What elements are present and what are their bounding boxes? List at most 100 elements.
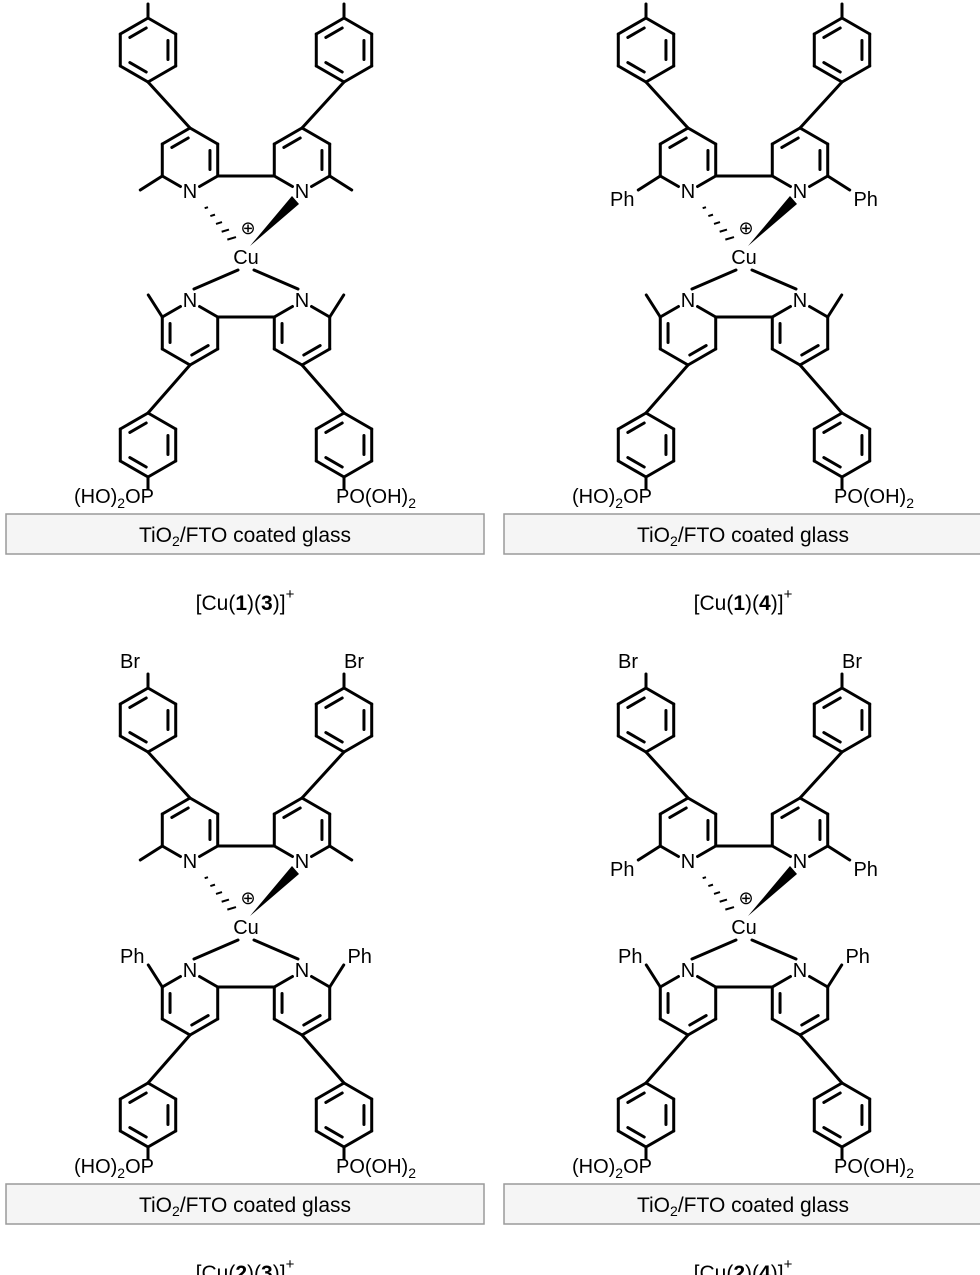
coordination-bond <box>192 268 240 291</box>
coordination-bond <box>252 268 300 291</box>
aromatic-bond <box>170 136 190 149</box>
ring-bond <box>658 347 690 367</box>
label-ligand-number: 3 <box>261 1262 273 1275</box>
aromatic-bond <box>324 26 344 39</box>
phosphonic-subscript: 2 <box>408 495 416 511</box>
aryl-bond <box>300 750 346 800</box>
aromatic-bond <box>282 136 302 149</box>
aryl-bond <box>300 363 346 415</box>
ring-bond <box>146 459 178 479</box>
ring-bond <box>840 686 872 706</box>
ring-bond <box>808 174 830 188</box>
complex-label: [Cu(2)(3)]+ <box>196 1256 295 1275</box>
substituent-bond <box>146 963 164 989</box>
substrate-subscript: 2 <box>172 533 180 549</box>
substrate-text: TiO <box>139 524 172 547</box>
complex-label: [Cu(1)(4)]+ <box>694 586 793 615</box>
aromatic-bond <box>800 344 820 357</box>
benzene-ring <box>616 686 676 754</box>
benzene-ring <box>118 411 178 479</box>
aromatic-bond <box>626 696 646 709</box>
aromatic-bond <box>668 136 688 149</box>
pyridine-ring: N <box>658 796 718 873</box>
nitrogen-atom: N <box>681 181 695 203</box>
phosphonic-subscript: 2 <box>906 495 914 511</box>
ring-bond <box>198 844 220 858</box>
ring-bond <box>146 734 178 754</box>
copper-atom: Cu <box>731 917 757 939</box>
aryl-bond <box>798 1033 844 1085</box>
ring-bond <box>272 174 294 188</box>
label-text: )( <box>247 1262 261 1275</box>
pyridine-ring: N <box>272 960 332 1037</box>
ring-bond <box>310 975 332 989</box>
substrate-text: /FTO coated glass <box>180 524 351 547</box>
ring-bond <box>118 411 150 431</box>
bromine-atom: Br <box>120 651 140 673</box>
ring-bond <box>160 1017 192 1037</box>
ring-bond <box>616 1129 648 1149</box>
benzene-ring <box>812 16 872 84</box>
substituent-bond <box>146 293 164 319</box>
ring-bond <box>812 1081 844 1101</box>
ring-bond <box>812 411 844 431</box>
substrate-text: TiO <box>637 1194 670 1217</box>
coordination-bond <box>192 938 240 961</box>
ring-bond <box>644 1129 676 1149</box>
ring-bond <box>272 1017 304 1037</box>
ring-bond <box>840 734 872 754</box>
aromatic-bond <box>626 26 646 39</box>
ring-bond <box>342 734 374 754</box>
coordination-bond <box>690 938 738 961</box>
ring-bond <box>686 796 718 816</box>
benzene-ring <box>314 1081 374 1149</box>
pyridine-ring: N <box>658 960 718 1037</box>
ring-bond <box>658 796 690 816</box>
aromatic-bond <box>190 344 210 357</box>
coordination-bond <box>252 938 300 961</box>
phosphonic-text: (HO) <box>572 1156 615 1178</box>
complex-label: [Cu(1)(3)]+ <box>196 586 295 615</box>
aromatic-bond <box>324 1126 344 1139</box>
aromatic-bond <box>128 731 148 744</box>
ring-bond <box>300 126 332 146</box>
ring-bond <box>658 844 680 858</box>
ring-bond <box>310 174 332 188</box>
aromatic-bond <box>324 456 344 469</box>
aromatic-bond <box>282 806 302 819</box>
ring-bond <box>840 411 872 431</box>
aryl-bond <box>644 1033 690 1085</box>
aromatic-bond <box>302 344 322 357</box>
benzene-ring <box>314 686 374 754</box>
ring-bond <box>798 126 830 146</box>
phosphonic-text: PO(OH) <box>834 1156 906 1178</box>
bromine-atom: Br <box>842 0 862 3</box>
ring-bond <box>314 411 346 431</box>
copper-atom: Cu <box>233 917 259 939</box>
ring-bond <box>812 64 844 84</box>
pyridine-ring: N <box>770 960 830 1037</box>
ring-bond <box>812 686 844 706</box>
ring-bond <box>696 305 718 319</box>
label-charge: + <box>784 1256 793 1273</box>
nitrogen-atom: N <box>183 181 197 203</box>
hashed-bond <box>204 876 237 911</box>
pyridine-ring: N <box>658 290 718 367</box>
aryl-bond <box>644 750 690 800</box>
ring-bond <box>160 305 182 319</box>
label-text: )( <box>745 1262 759 1275</box>
benzene-ring <box>314 411 374 479</box>
phosphonic-text: (HO) <box>572 486 615 508</box>
label-text: [Cu( <box>196 592 236 615</box>
pyridine-ring: N <box>770 796 830 873</box>
aromatic-bond <box>822 696 842 709</box>
phosphonic-subscript: 2 <box>615 495 623 511</box>
ring-bond <box>686 1017 718 1037</box>
nitrogen-atom: N <box>681 960 695 982</box>
aromatic-bond <box>822 456 842 469</box>
phosphonic-subscript: 2 <box>408 1165 416 1181</box>
ring-bond <box>808 975 830 989</box>
aromatic-bond <box>822 61 842 74</box>
aromatic-bond <box>822 1091 842 1104</box>
